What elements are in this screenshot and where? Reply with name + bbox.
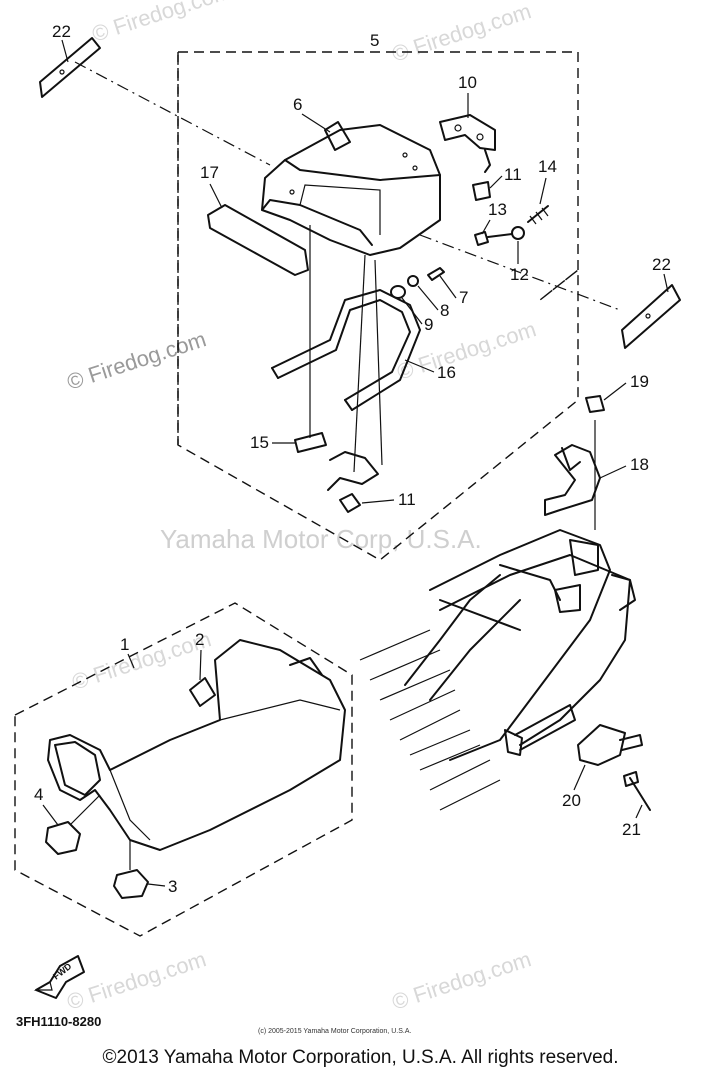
part-22-emblem-right xyxy=(621,284,681,349)
watermark-yamaha: Yamaha Motor Corp, U.S.A. xyxy=(160,524,482,554)
callout-20: 20 xyxy=(562,791,581,810)
part-15-pad xyxy=(294,432,327,453)
callout-21: 21 xyxy=(622,820,641,839)
callout-22-left: 22 xyxy=(52,22,71,41)
part-8-washer xyxy=(407,275,419,287)
group-box-5 xyxy=(177,51,579,561)
part-11-damper-top xyxy=(472,149,491,201)
part-3-damper xyxy=(113,869,149,899)
group-box-1 xyxy=(14,602,353,937)
callout-2: 2 xyxy=(195,630,204,649)
watermark: © Firedog.com xyxy=(69,626,214,694)
part-7-bolt xyxy=(427,267,445,281)
frame xyxy=(359,529,636,811)
watermark: © Firedog.com xyxy=(394,316,539,384)
callout-8: 8 xyxy=(440,301,449,320)
part-4-damper xyxy=(45,821,81,855)
part-1-seat xyxy=(47,639,346,851)
callout-12: 12 xyxy=(510,265,529,284)
part-5-seat-cowl xyxy=(261,121,441,256)
callout-17: 17 xyxy=(200,163,219,182)
watermark: © Firedog.com xyxy=(64,326,209,394)
watermarks: © Firedog.com © Firedog.com © Firedog.co… xyxy=(64,0,539,1015)
emblem-line-right xyxy=(419,234,621,311)
fine-print: (c) 2005-2015 Yamaha Motor Corporation, … xyxy=(258,1028,411,1035)
callout-4: 4 xyxy=(34,785,43,804)
part-20-lock xyxy=(577,724,643,766)
watermark: © Firedog.com xyxy=(64,946,209,1014)
callout-16: 16 xyxy=(437,363,456,382)
part-2-hook xyxy=(189,677,216,707)
callout-11-top: 11 xyxy=(504,165,522,184)
watermark: © Firedog.com xyxy=(389,0,534,67)
callout-18: 18 xyxy=(630,455,649,474)
part-21-screw xyxy=(623,771,651,811)
part-16-grab-bar xyxy=(271,289,421,411)
leader-line xyxy=(374,259,383,466)
callout-15: 15 xyxy=(250,433,269,452)
callout-6: 6 xyxy=(293,95,302,114)
callout-13: 13 xyxy=(488,200,507,219)
emblem-line-left xyxy=(74,61,271,166)
callout-19: 19 xyxy=(630,372,649,391)
copyright-footer: ©2013 Yamaha Motor Corporation, U.S.A. A… xyxy=(102,1047,619,1068)
callout-5: 5 xyxy=(370,31,379,50)
watermark: © Firedog.com xyxy=(389,946,534,1014)
callout-9: 9 xyxy=(424,315,433,334)
part-12-bolt xyxy=(487,226,525,240)
part-14-screw xyxy=(527,205,549,225)
callout-3: 3 xyxy=(168,877,177,896)
diagram-code: 3FH1110-8280 xyxy=(16,1014,101,1029)
part-18-lock-bracket xyxy=(544,420,601,530)
callouts: 22 5 6 10 11 14 13 17 12 22 7 8 9 16 19 … xyxy=(34,22,671,896)
part-13-nut xyxy=(474,231,489,246)
watermark: © Firedog.com xyxy=(89,0,234,47)
callout-7: 7 xyxy=(459,288,468,307)
callout-11-bottom: 11 xyxy=(398,490,416,509)
callout-14: 14 xyxy=(538,157,557,176)
part-10-bracket xyxy=(439,114,496,151)
callout-10: 10 xyxy=(458,73,477,92)
part-22-emblem-left xyxy=(39,37,101,98)
callout-22-right: 22 xyxy=(652,255,671,274)
part-17-tail-lens xyxy=(207,204,309,276)
part-11-damper-bottom xyxy=(327,451,379,513)
leader-line xyxy=(353,254,366,473)
callout-1: 1 xyxy=(120,635,129,654)
part-19-bolt xyxy=(585,395,605,413)
